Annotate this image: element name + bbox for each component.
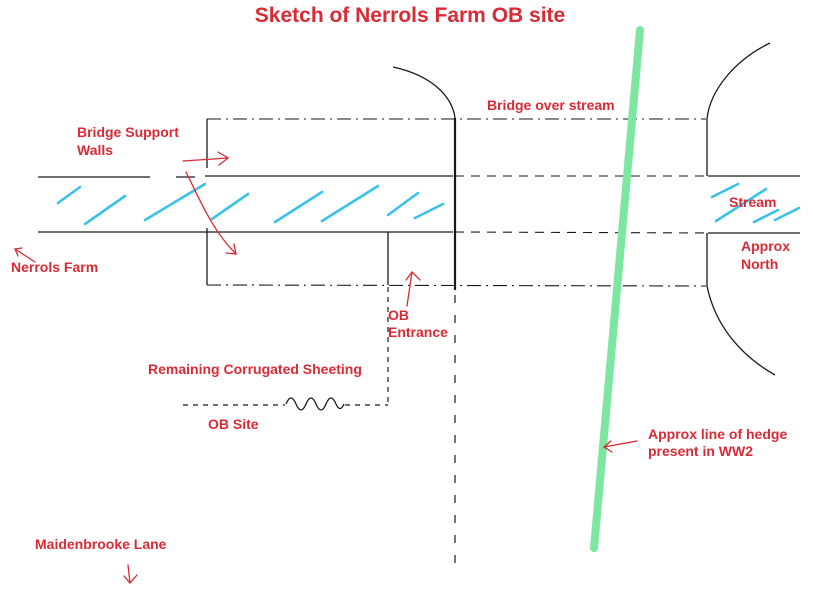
label-ob-site: OB Site <box>208 416 259 432</box>
diagram-title: Sketch of Nerrols Farm OB site <box>255 4 565 27</box>
label-bridge-support-walls-line2: Walls <box>77 142 113 158</box>
stream-banks <box>38 175 800 234</box>
label-ob-entrance-line1: OB <box>388 307 409 323</box>
arrow-maidenbrooke-lane <box>127 564 131 584</box>
stream-hatching <box>56 182 801 226</box>
embankment-right-bottom-curve <box>706 285 776 376</box>
stream-bank-bottom-dashed <box>454 231 709 234</box>
label-hedge-line2: present in WW2 <box>648 443 753 459</box>
stream-hatch <box>413 202 445 220</box>
stream-hatch <box>752 208 780 224</box>
pointer-arrows <box>14 151 638 584</box>
label-stream: Stream <box>729 194 776 210</box>
arrow-support-lower-head <box>225 243 237 255</box>
stream-hatch <box>773 206 801 222</box>
labels: Bridge over stream Bridge Support Walls … <box>11 97 790 552</box>
label-approx-north-line1: Approx <box>741 238 790 254</box>
label-nerrols-farm: Nerrols Farm <box>11 259 98 275</box>
embankments <box>392 42 776 376</box>
stream-hatch <box>710 182 740 199</box>
embankment-right-top-curve <box>706 42 771 120</box>
stream-hatch <box>320 184 380 223</box>
arrow-hedge-head <box>602 440 613 453</box>
hedge-line <box>590 26 644 552</box>
arrow-nerrols-farm <box>14 248 36 263</box>
arrow-ob-entrance <box>406 271 413 307</box>
embankment-left-curve <box>392 66 456 119</box>
stream-hatch <box>210 192 250 221</box>
label-remaining-sheeting: Remaining Corrugated Sheeting <box>148 361 362 377</box>
arrow-support-lower <box>185 171 237 255</box>
ob-site-boundary <box>183 287 456 568</box>
stream-hatch <box>714 187 768 223</box>
arrow-support-upper <box>182 157 229 162</box>
label-bridge-support-walls-line1: Bridge Support <box>77 124 179 140</box>
bridge-outline <box>206 118 707 287</box>
arrow-maidenbrooke-lane-head <box>123 574 138 584</box>
stream-hatch <box>386 191 420 217</box>
label-ob-entrance-line2: Entrance <box>388 324 448 340</box>
corrugated-sheeting-squiggle <box>285 397 345 411</box>
bridge-bottom-edge <box>206 284 707 287</box>
label-hedge-line1: Approx line of hedge <box>648 426 787 442</box>
label-maidenbrooke-lane: Maidenbrooke Lane <box>35 536 167 552</box>
stream-hatch <box>273 190 324 224</box>
arrow-ob-entrance-head <box>405 271 421 281</box>
arrow-support-upper-head <box>217 151 230 166</box>
stream-hatch <box>83 194 127 226</box>
stream-banks-under-bridge <box>454 175 709 234</box>
bridge-support-walls <box>206 118 708 290</box>
stream-hatch <box>56 185 82 205</box>
arrow-nerrols-farm-head <box>14 247 23 257</box>
label-bridge-over-stream: Bridge over stream <box>487 97 615 113</box>
arrow-hedge <box>603 440 638 448</box>
label-approx-north-line2: North <box>741 256 778 272</box>
stream-hatch <box>143 182 207 222</box>
